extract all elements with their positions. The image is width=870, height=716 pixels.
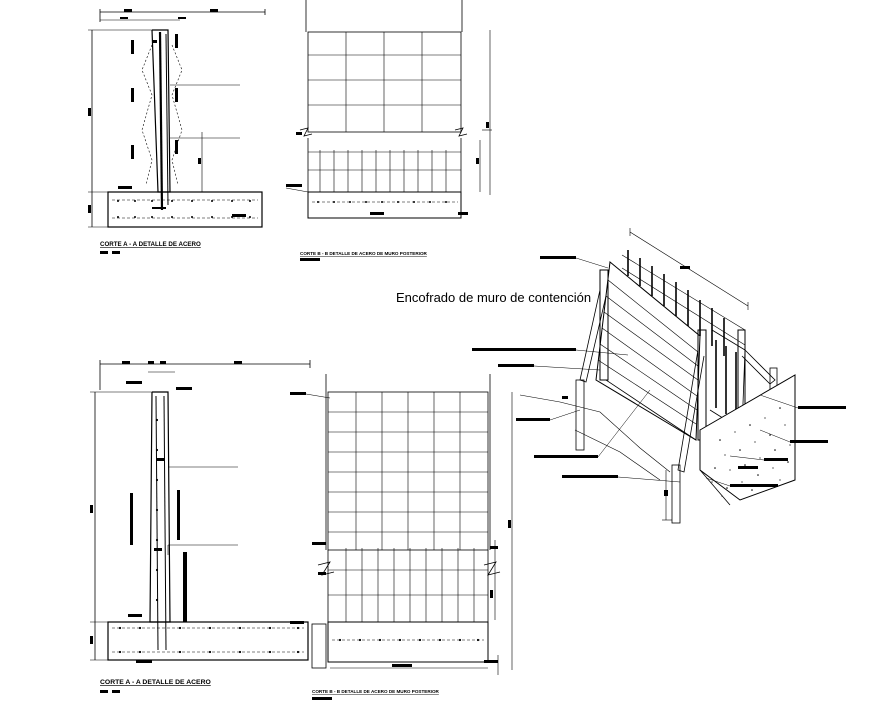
section-b-b-top: CORTE B - B DETALLE DE ACERO DE MURO POS… — [285, 0, 492, 261]
section-a-a-top: CORTE A - A DETALLE DE ACERO — [88, 9, 266, 254]
caption-section-a-bottom: CORTE A - A DETALLE DE ACERO — [100, 679, 211, 686]
caption-section-b-top: CORTE B - B DETALLE DE ACERO DE MURO POS… — [300, 251, 428, 256]
section-a-a-bottom: CORTE A - A DETALLE DE ACERO — [90, 360, 311, 693]
isometric-title: Encofrado de muro de contención — [396, 290, 591, 305]
caption-section-a-top: CORTE A - A DETALLE DE ACERO — [100, 241, 201, 248]
isometric-formwork — [472, 228, 846, 524]
section-b-b-bottom: CORTE B - B DETALLE DE ACERO DE MURO POS… — [290, 374, 513, 700]
caption-section-b-bottom: CORTE B - B DETALLE DE ACERO DE MURO POS… — [312, 689, 440, 694]
